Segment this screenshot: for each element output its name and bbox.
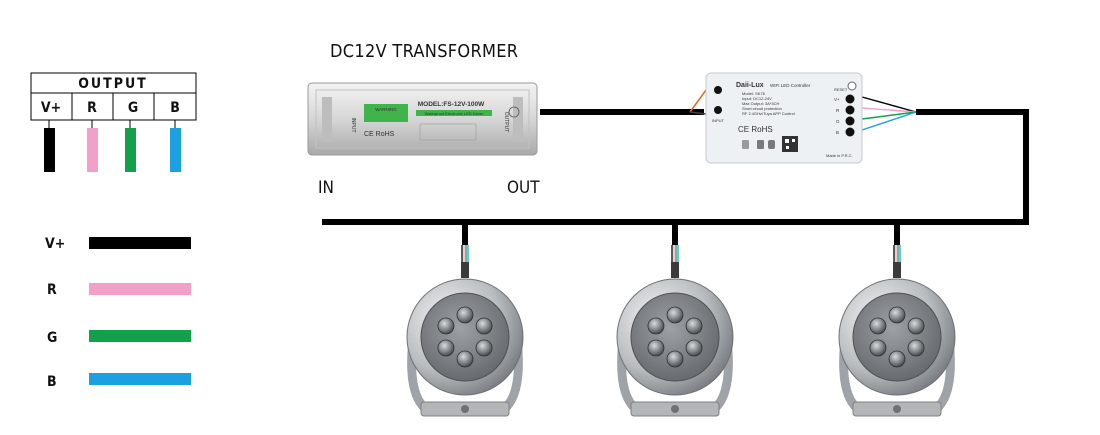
controller-spec-3: Max Output: 3A*3CH [742, 101, 779, 106]
controller-pin-g: G [836, 119, 840, 124]
underwater-light-2 [616, 245, 734, 417]
led-6 [869, 317, 887, 335]
led-4 [456, 350, 474, 368]
controller-spec-4: Short circuit protection [742, 106, 782, 111]
controller-reset-label: RESET [834, 87, 848, 92]
led-1 [456, 306, 474, 324]
transformer-output-text: OUTPUT [503, 112, 509, 133]
output-wire-v [44, 128, 55, 172]
legend-swatch-b [89, 373, 191, 385]
underwater-light-3 [838, 245, 956, 417]
controller-pin-v: V+ [834, 97, 840, 102]
controller-pin-b: B [836, 130, 839, 135]
controller-pin-r-terminal [845, 105, 855, 115]
controller-output-wires [861, 96, 917, 131]
led-6 [437, 317, 455, 335]
led-6 [647, 317, 665, 335]
led-4 [666, 350, 684, 368]
output-table-header: OUTPUT [78, 76, 148, 92]
controller-pin-g-terminal [845, 116, 855, 126]
controller-cert: CE RoHS [738, 125, 773, 134]
output-wire-r [87, 128, 98, 172]
underwater-lights [406, 245, 956, 417]
transformer-out-label: OUT [507, 178, 540, 198]
controller-pin-r: R [836, 108, 840, 113]
controller-pin-b-terminal [845, 127, 855, 137]
legend-label-g: G [47, 330, 57, 346]
controller-input-label: INPUT [712, 118, 725, 123]
transformer-input-text: INPUT [350, 118, 356, 133]
led-4 [888, 350, 906, 368]
transformer-model: MODEL:FS-12V-100W [418, 101, 485, 108]
output-table: OUTPUT V+ R G B [30, 72, 197, 172]
wire-legend: V+ R G B [45, 236, 191, 390]
controller-qr-code [782, 136, 798, 152]
led-3 [685, 339, 703, 357]
led-3 [907, 339, 925, 357]
controller-spec-1: Model: SK76 [742, 91, 766, 96]
output-col-g: G [128, 100, 138, 116]
controller-input-wires [689, 89, 707, 115]
led-2 [685, 317, 703, 335]
legend-label-v: V+ [45, 236, 65, 252]
output-wire-b [170, 128, 181, 172]
controller-pin-v-terminal [845, 94, 855, 104]
led-3 [475, 339, 493, 357]
legend-label-b: B [47, 374, 57, 390]
wifi-controller: Daii-Lux WIFI LED Controller Model: SK76… [705, 72, 863, 164]
led-5 [437, 339, 455, 357]
main-cable [322, 109, 1029, 245]
transformer-warning: WARNING [375, 107, 397, 112]
led-1 [888, 306, 906, 324]
controller-dc-terminal-1 [714, 86, 722, 94]
controller-spec-2: Input: DC12-24V [742, 96, 772, 101]
controller-spec-5: RF 2.4GHz/Tuya APP Control [742, 111, 795, 116]
legend-label-r: R [47, 282, 57, 298]
diagram-title: DC12V TRANSFORMER [330, 41, 518, 62]
output-col-v: V+ [41, 100, 61, 116]
underwater-light-1 [406, 245, 524, 417]
transformer-cert: CE RoHS [364, 131, 395, 138]
controller-brand: Daii-Lux [736, 82, 764, 89]
transformer-in-label: IN [318, 178, 334, 198]
controller-name: WIFI LED Controller [770, 83, 811, 88]
output-col-r: R [87, 100, 97, 116]
led-5 [869, 339, 887, 357]
controller-made-in: Made in P.R.C. [826, 153, 853, 158]
led-2 [475, 317, 493, 335]
led-5 [647, 339, 665, 357]
legend-swatch-g [89, 330, 191, 342]
led-2 [907, 317, 925, 335]
legend-swatch-v [89, 237, 191, 249]
output-col-b: B [170, 100, 180, 116]
transformer-subtitle: Waterproof Electronic LED Driver [425, 111, 485, 116]
output-wire-g [125, 128, 136, 172]
legend-swatch-r [89, 283, 191, 295]
controller-dc-terminal-2 [714, 106, 722, 114]
controller-reset-button [847, 81, 857, 91]
led-1 [666, 306, 684, 324]
transformer: WARNING Waterproof Electronic LED Driver… [307, 82, 538, 156]
